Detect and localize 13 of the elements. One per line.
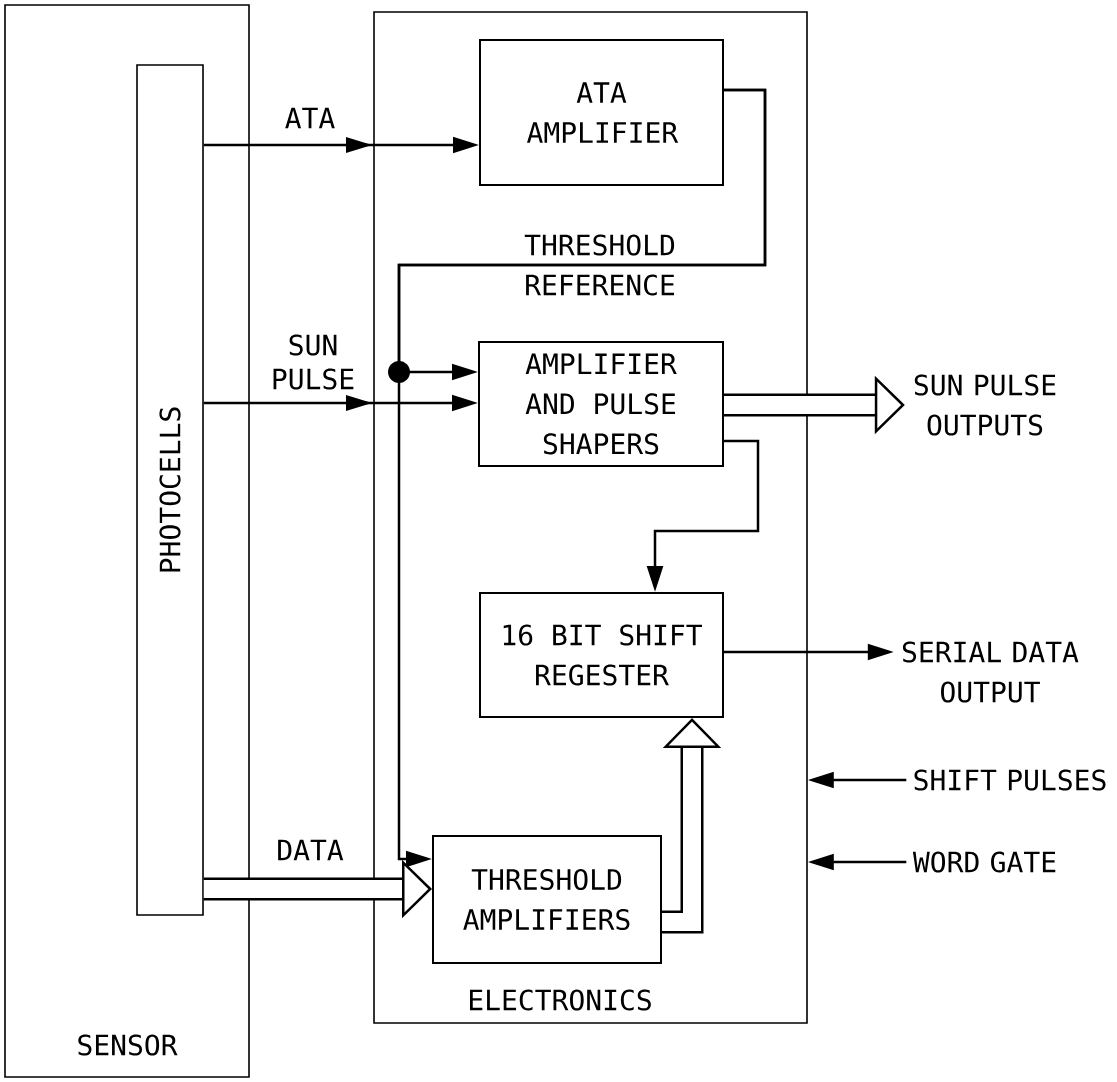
photocell-bar: PHOTOCELLS	[136, 64, 204, 916]
signal-text: SHIFT PULSES	[914, 769, 1106, 791]
signal-text: SERIAL DATA OUTPUT	[902, 641, 1079, 703]
signal-text: WORD GATE	[912, 851, 1056, 873]
signal-text: SUN PULSE OUTPUTS	[914, 374, 1056, 436]
block-box: 16 BIT SHIFT REGESTER	[479, 592, 724, 718]
edge-label: THRESHOLD REFERENCE	[524, 234, 675, 296]
block-box: AMPLIFIER AND PULSE SHAPERS	[478, 341, 724, 467]
block-box: THRESHOLD AMPLIFIERS	[432, 835, 662, 964]
edge-label: DATA	[278, 839, 344, 861]
edge-label: ATA	[285, 107, 335, 129]
edge-label: SUN PULSE	[273, 334, 354, 390]
block-box: ATA AMPLIFIER	[479, 39, 724, 186]
